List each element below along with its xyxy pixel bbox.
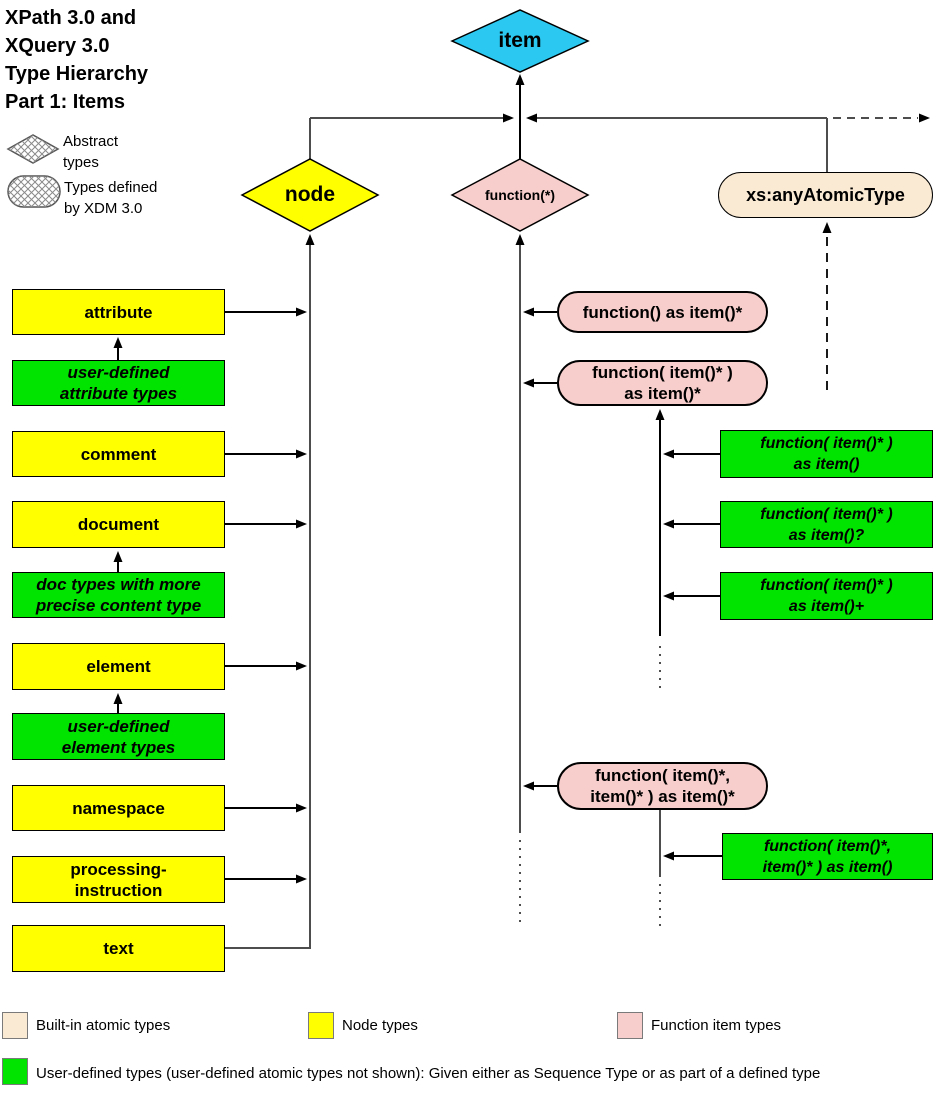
function-item-as-item-plus-box: function( item()* ) as item()+ [720, 572, 933, 620]
namespace-label: namespace [72, 798, 165, 818]
user-defined-attribute-types-label: user-defined attribute types [59, 363, 178, 403]
xdm-types-legend-hatch [8, 176, 60, 207]
document-box: document [12, 501, 225, 548]
document-label: document [77, 515, 160, 534]
node-diamond [240, 158, 380, 232]
namespace-box: namespace [12, 785, 225, 831]
xdm-types-legend-label: Types defined by XDM 3.0 [64, 179, 158, 217]
node-types-swatch [308, 1012, 334, 1039]
function-as-item-star-box: function() as item()* [557, 291, 768, 333]
user-defined-element-types-label: user-defined element types [61, 716, 176, 757]
user-defined-element-types-box: user-defined element types [12, 713, 225, 760]
processing-instruction-label: processing- instruction [70, 859, 167, 900]
arrowhead [113, 551, 123, 562]
element-label: element [86, 657, 151, 676]
function-item-types-legend-label: Function item types [651, 1017, 782, 1034]
arrowhead [296, 307, 307, 317]
function-two-item-as-item-star-label: function( item()*, item()* ) as item()* [590, 766, 735, 806]
arrowhead [296, 874, 307, 884]
function-item-as-item-star-label: function( item()* ) as item()* [592, 363, 733, 403]
attribute-box: attribute [12, 289, 225, 335]
function-item-as-item-opt-label: function( item()* ) as item()? [760, 505, 893, 544]
function-item-as-item-label: function( item()* ) as item() [760, 435, 893, 473]
function-as-item-star-label: function() as item()* [582, 302, 743, 322]
arrowhead [296, 803, 307, 813]
xs-anyatomictype-box: xs:anyAtomicType [718, 172, 933, 218]
arrowhead [503, 113, 514, 123]
arrowhead [113, 693, 123, 704]
function-item-as-item-box: function( item()* ) as item() [720, 430, 933, 478]
arrowhead [655, 409, 665, 420]
user-defined-types-swatch [2, 1058, 28, 1085]
arrowhead [523, 781, 534, 791]
user-defined-attribute-types-box: user-defined attribute types [12, 360, 225, 406]
arrowhead [515, 234, 525, 245]
comment-box: comment [12, 431, 225, 477]
text-label: text [103, 939, 134, 958]
arrowhead [663, 851, 674, 861]
arrowhead [515, 74, 525, 85]
comment-label: comment [80, 444, 157, 464]
function-item-types-swatch [617, 1012, 643, 1039]
arrowhead [822, 222, 832, 233]
function-item-as-item-star-box: function( item()* ) as item()* [557, 360, 768, 406]
item-diamond [450, 9, 590, 73]
arrowhead [305, 234, 315, 245]
processing-instruction-box: processing- instruction [12, 856, 225, 903]
text-box: text [12, 925, 225, 972]
function-star-diamond [450, 158, 590, 232]
arrowhead [523, 307, 534, 317]
attribute-label: attribute [84, 302, 153, 322]
abstract-types-legend-label: Abstract types [63, 133, 119, 171]
arrowhead [113, 337, 123, 348]
node-trunk [225, 245, 311, 949]
arrowhead [919, 113, 930, 123]
arrowhead [526, 113, 537, 123]
doc-types-box: doc types with more precise content type [12, 572, 225, 618]
element-box: element [12, 643, 225, 690]
arrowhead [296, 661, 307, 671]
function-item-as-item-opt-box: function( item()* ) as item()? [720, 501, 933, 548]
user-defined-types-legend-label: User-defined types (user-defined atomic … [36, 1065, 821, 1082]
builtin-atomic-swatch [2, 1012, 28, 1039]
arrowhead [663, 449, 674, 459]
function-two-item-as-item-box: function( item()*, item()* ) as item() [722, 833, 933, 880]
xs-anyatomictype-label: xs:anyAtomicType [746, 184, 905, 205]
arrowhead [296, 449, 307, 459]
arrowhead [663, 591, 674, 601]
arrowhead [663, 519, 674, 529]
function-two-item-as-item-star-box: function( item()*, item()* ) as item()* [557, 762, 768, 810]
arrowhead [296, 519, 307, 529]
doc-types-label: doc types with more precise content type [35, 575, 202, 615]
abstract-types-legend-hatch [8, 135, 58, 163]
function-item-as-item-plus-label: function( item()* ) as item()+ [760, 577, 893, 615]
page-title: XPath 3.0 and XQuery 3.0 Type Hierarchy … [5, 7, 149, 113]
node-types-legend-label: Node types [342, 1017, 418, 1034]
function-two-item-as-item-label: function( item()*, item()* ) as item() [762, 837, 893, 876]
arrowhead [523, 378, 534, 388]
builtin-atomic-legend-label: Built-in atomic types [36, 1017, 171, 1034]
